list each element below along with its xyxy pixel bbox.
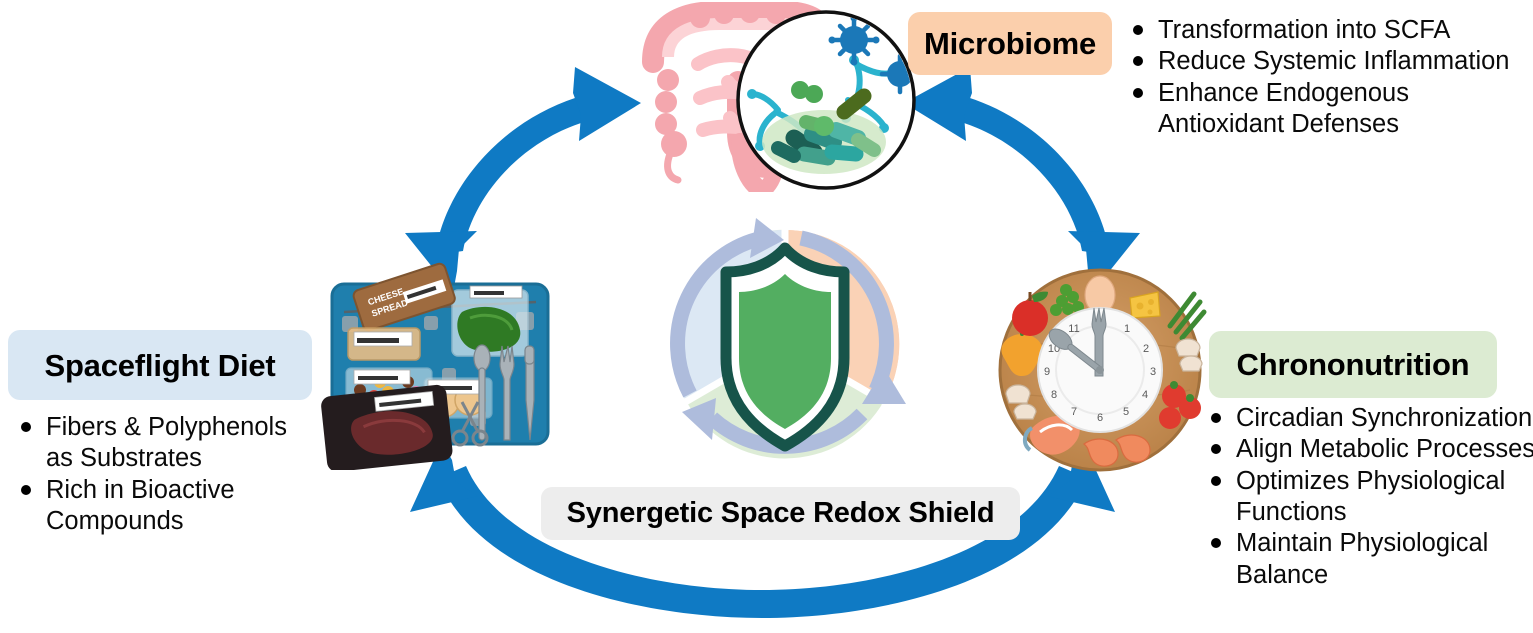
svg-text:9: 9 bbox=[1044, 366, 1050, 378]
svg-text:1: 1 bbox=[1124, 323, 1130, 335]
gut-microbiome-illustration bbox=[642, 2, 916, 192]
bullet-item: Optimizes Physiological bbox=[1206, 466, 1533, 496]
food-clock-illustration: 1 2 3 4 5 6 7 8 9 10 11 bbox=[998, 268, 1207, 472]
spaceflight-food-tray-illustration: CHEESE SPREAD bbox=[321, 262, 550, 470]
food-tomatoes bbox=[1159, 381, 1201, 429]
svg-text:2: 2 bbox=[1143, 343, 1149, 355]
microbiome-inset-circle bbox=[736, 10, 916, 190]
microbiome-chrononutrition-arrow bbox=[904, 67, 1140, 293]
svg-text:5: 5 bbox=[1123, 406, 1129, 418]
clock-foods bbox=[1001, 275, 1207, 467]
food-peas bbox=[1050, 284, 1084, 316]
fork-icon bbox=[499, 345, 515, 441]
clock-hand-spoon bbox=[1048, 328, 1103, 373]
scissors-icon bbox=[451, 401, 489, 447]
bullet-item: Enhance Endogenous bbox=[1128, 78, 1528, 108]
chrononutrition-label: Chrononutrition bbox=[1209, 331, 1497, 398]
svg-text:4: 4 bbox=[1142, 389, 1148, 401]
bullet-item: Reduce Systemic Inflammation bbox=[1128, 46, 1528, 76]
svg-text:11: 11 bbox=[1068, 323, 1079, 335]
food-cheese bbox=[1129, 291, 1161, 319]
bullet-item: Rich in Bioactive bbox=[16, 475, 306, 505]
food-mushrooms-right bbox=[1175, 338, 1203, 372]
bullet-item: Align Metabolic Processes bbox=[1206, 434, 1533, 464]
food-crackers-1 bbox=[347, 327, 421, 361]
food-cheese-spread: CHEESE SPREAD bbox=[352, 262, 456, 332]
clock-center bbox=[1096, 366, 1104, 374]
svg-text:7: 7 bbox=[1071, 406, 1077, 418]
bullet-item: Fibers & Polyphenols bbox=[16, 412, 306, 442]
food-beef-steak bbox=[321, 384, 453, 470]
diet-microbiome-arrow bbox=[405, 67, 641, 293]
bullet-item: Maintain Physiological bbox=[1206, 528, 1533, 558]
bullet-item: Transformation into SCFA bbox=[1128, 15, 1528, 45]
ring-arrowheads bbox=[682, 218, 906, 440]
food-shrimp bbox=[1082, 434, 1151, 467]
knife-icon bbox=[524, 345, 535, 441]
svg-text:3: 3 bbox=[1150, 366, 1156, 378]
svg-text:6: 6 bbox=[1097, 412, 1103, 424]
clock-numbers: 1 2 3 4 5 6 7 8 9 10 11 bbox=[1044, 323, 1156, 424]
spaceflight-diet-label: Spaceflight Diet bbox=[8, 330, 312, 400]
bullet-item: as Substrates bbox=[46, 444, 202, 473]
shield-icon bbox=[720, 242, 850, 452]
clock-hand-fork bbox=[1091, 307, 1107, 377]
bullet-item: Balance bbox=[1236, 560, 1329, 589]
food-apple bbox=[1012, 291, 1048, 336]
bullet-item: Circadian Synchronization bbox=[1206, 403, 1533, 433]
center-label: Synergetic Space Redox Shield bbox=[541, 487, 1020, 540]
synergetic-shield-illustration bbox=[670, 218, 906, 459]
food-salmon bbox=[1023, 415, 1080, 455]
svg-text:8: 8 bbox=[1051, 389, 1057, 401]
food-asparagus bbox=[1167, 291, 1207, 341]
utensils bbox=[451, 344, 535, 447]
bullet-item: Compounds bbox=[46, 507, 184, 536]
microbiome-label: Microbiome bbox=[908, 12, 1112, 75]
diet-chrononutrition-arrow bbox=[410, 442, 1115, 618]
food-mushrooms-left bbox=[1005, 384, 1037, 420]
bullet-item: Antioxidant Defenses bbox=[1158, 110, 1399, 139]
bullet-item: Functions bbox=[1236, 498, 1347, 527]
food-spinach bbox=[451, 285, 529, 357]
spoon-icon bbox=[473, 344, 491, 441]
